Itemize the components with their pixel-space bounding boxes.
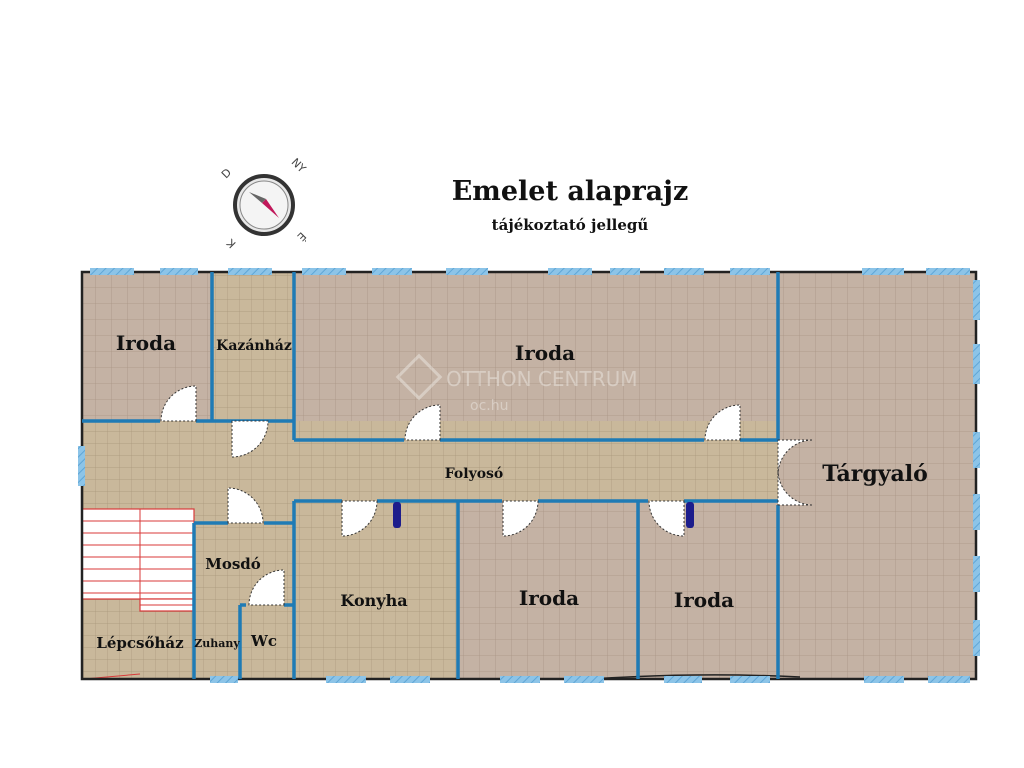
room-label-iroda-s2: Iroda xyxy=(674,588,734,612)
radiators xyxy=(393,502,694,528)
compass-label-south: K xyxy=(224,236,239,251)
interior-walls xyxy=(82,272,780,679)
room-label-lepcsohaz: Lépcsőház xyxy=(96,634,184,652)
watermark-site: oc.hu xyxy=(470,398,508,414)
watermark: OTTHON CENTRUM oc.hu xyxy=(395,353,638,414)
room-label-kazanhaz: Kazánház xyxy=(216,338,292,354)
doors xyxy=(160,385,814,606)
floor-kazanhaz xyxy=(212,272,294,422)
page-title: Emelet alaprajz xyxy=(451,176,689,207)
floor-areas xyxy=(82,272,976,679)
compass-label-north: NY xyxy=(289,156,309,176)
room-label-iroda-nw: Iroda xyxy=(116,331,176,355)
compass-icon: NY É K D xyxy=(219,156,309,251)
room-label-zuhany: Zuhany xyxy=(194,637,240,650)
compass-label-west: D xyxy=(219,166,234,181)
room-label-konyha: Konyha xyxy=(340,591,407,610)
room-label-iroda-s1: Iroda xyxy=(519,586,579,610)
compass-label-east: É xyxy=(294,229,308,243)
windows xyxy=(78,268,980,683)
floor-konyha xyxy=(294,501,458,679)
watermark-brand: OTTHON CENTRUM xyxy=(446,367,638,391)
room-labels: Iroda Kazánház Iroda Folyosó Tárgyaló Mo… xyxy=(96,331,927,652)
room-label-mosdo: Mosdó xyxy=(205,555,261,573)
room-label-folyoso: Folyosó xyxy=(445,466,504,482)
room-label-iroda-north: Iroda xyxy=(515,341,575,365)
page-subtitle: tájékoztató jellegű xyxy=(491,216,649,234)
room-label-wc: Wc xyxy=(250,632,277,650)
room-label-targyalo: Tárgyaló xyxy=(822,461,928,487)
